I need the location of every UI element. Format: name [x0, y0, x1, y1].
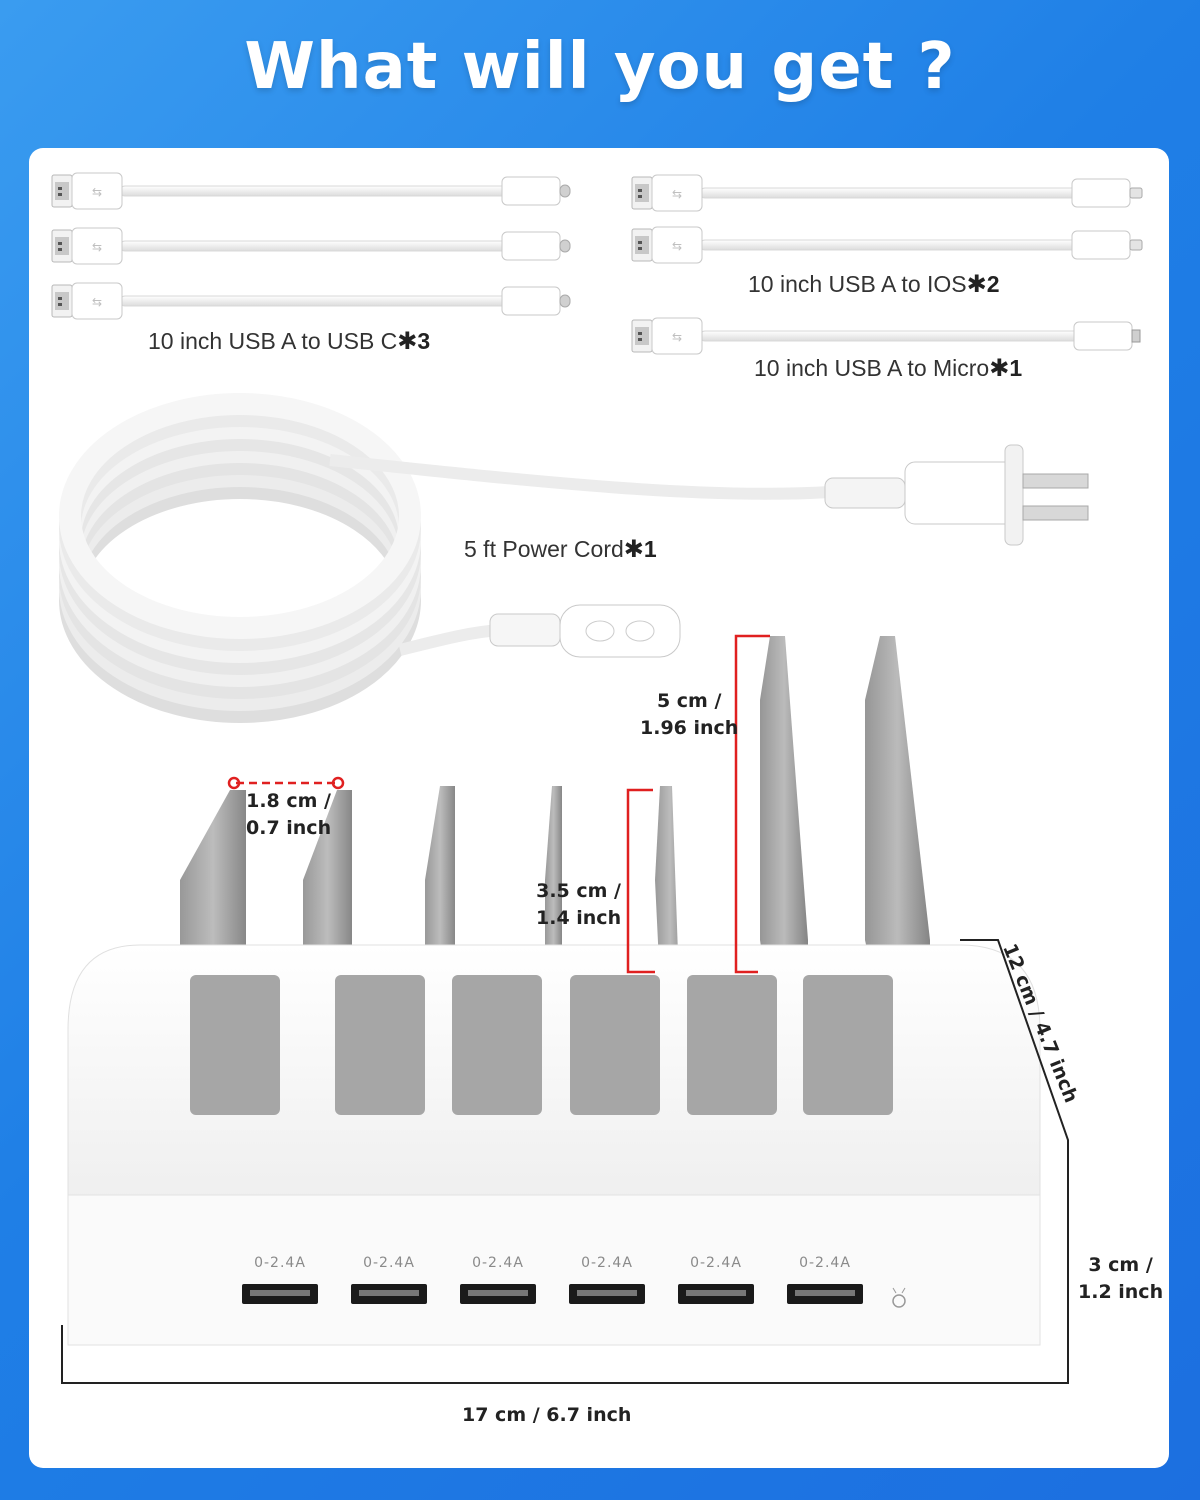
led-indicator-icon: [892, 1287, 906, 1308]
slot-width-dimension: 1.8 cm / 0.7 inch: [246, 790, 332, 839]
usb-port: [678, 1284, 754, 1304]
port-current-label: 0-2.4A: [472, 1255, 524, 1271]
lightning-plug-icon: [1071, 178, 1143, 208]
quantity: 2: [986, 271, 1000, 297]
height-dimension: 3 cm / 1.2 inch: [1078, 1254, 1164, 1303]
port-current-label: 0-2.4A: [254, 1255, 306, 1271]
quantity: 1: [1009, 355, 1023, 381]
charging-station-base: [67, 944, 1041, 1346]
ios-cables: [631, 174, 1143, 264]
figure-8-connector-icon: [489, 604, 681, 658]
port-current-label: 0-2.4A: [363, 1255, 415, 1271]
star-icon: ✱: [989, 355, 1010, 382]
red-dimension-markers: [227, 634, 770, 974]
micro-cable-label: 10 inch USB A to Micro✱1: [754, 354, 1022, 383]
usb-c-cables: [51, 172, 571, 320]
usb-port: [351, 1284, 427, 1304]
label-text: 5 ft Power Cord: [464, 536, 624, 562]
usb-c-cable: [51, 172, 571, 210]
usb-port: [787, 1284, 863, 1304]
ios-cable-label: 10 inch USB A to IOS✱2: [748, 270, 1000, 299]
usb-port: [460, 1284, 536, 1304]
ios-cable: [631, 226, 1143, 264]
ios-cable: [631, 174, 1143, 212]
black-dimension-lines: [61, 939, 1069, 1384]
usb-ports: [242, 1284, 863, 1304]
usb-c-plug-icon: [501, 286, 571, 316]
usb-c-plug-icon: [501, 231, 571, 261]
port-current-label: 0-2.4A: [799, 1255, 851, 1271]
port-current-label: 0-2.4A: [690, 1255, 742, 1271]
quantity: 1: [643, 536, 657, 562]
usb-a-plug-icon: [631, 226, 703, 264]
usb-a-plug-icon: [51, 172, 123, 210]
usb-a-plug-icon: [51, 227, 123, 265]
usb-c-cable: [51, 282, 571, 320]
quantity: 3: [417, 328, 431, 354]
micro-cable: [631, 317, 1141, 355]
label-text: 10 inch USB A to USB C: [148, 328, 398, 354]
star-icon: ✱: [966, 271, 987, 298]
usb-c-plug-icon: [501, 176, 571, 206]
usb-port: [569, 1284, 645, 1304]
power-cord-label: 5 ft Power Cord✱1: [464, 535, 657, 564]
usb-a-plug-icon: [631, 174, 703, 212]
short-divider-dimension: 3.5 cm / 1.4 inch: [536, 880, 622, 929]
label-text: 10 inch USB A to IOS: [748, 271, 967, 297]
usb-a-plug-icon: [51, 282, 123, 320]
port-current-label: 0-2.4A: [581, 1255, 633, 1271]
usb-c-cable: [51, 227, 571, 265]
lightning-plug-icon: [1071, 230, 1143, 260]
page-title: What will you get ?: [244, 30, 956, 104]
micro-usb-plug-icon: [1073, 321, 1141, 351]
label-text: 10 inch USB A to Micro: [754, 355, 990, 381]
star-icon: ✱: [623, 536, 644, 563]
usb-port: [242, 1284, 318, 1304]
usb-a-plug-icon: [631, 317, 703, 355]
tall-divider-dimension: 5 cm / 1.96 inch: [640, 690, 739, 739]
usb-c-cable-label: 10 inch USB A to USB C✱3: [148, 327, 430, 356]
power-cord: [59, 393, 1089, 723]
ac-plug-icon: [824, 444, 1089, 546]
width-dimension: 17 cm / 6.7 inch: [462, 1404, 632, 1426]
star-icon: ✱: [397, 328, 418, 355]
